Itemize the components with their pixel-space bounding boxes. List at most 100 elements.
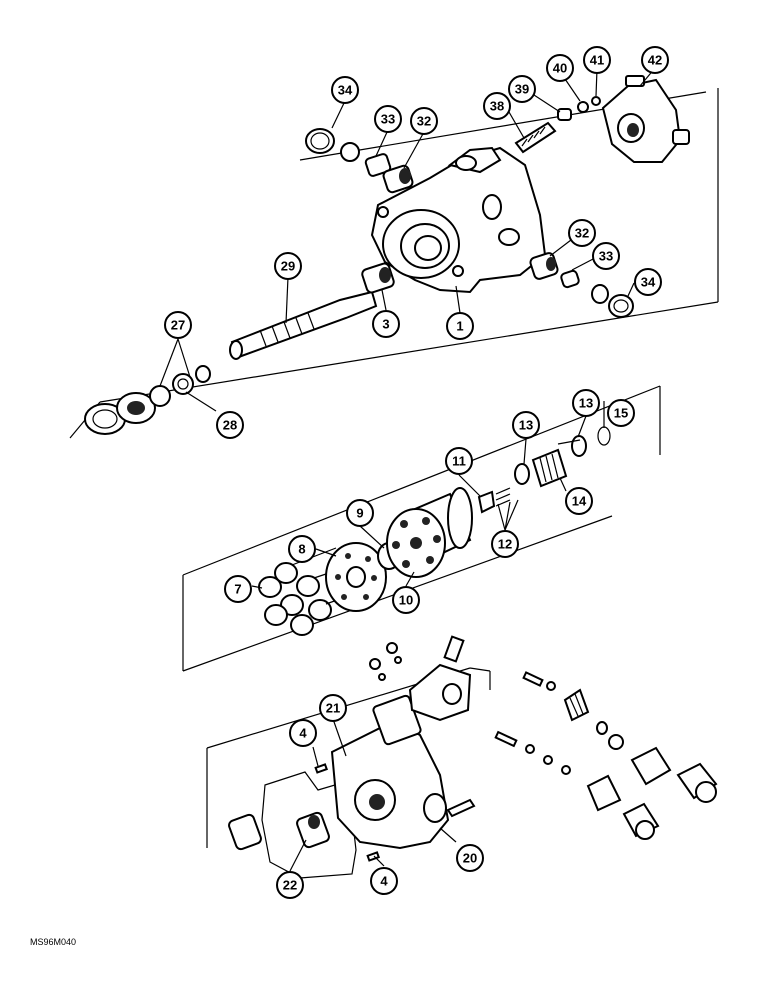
callout-9: 9 bbox=[346, 499, 374, 527]
callout-circle bbox=[641, 46, 669, 74]
callout-22: 22 bbox=[276, 871, 304, 899]
callout-number: 34 bbox=[641, 275, 656, 290]
callout-number: 11 bbox=[452, 454, 466, 469]
callout-7: 7 bbox=[224, 575, 252, 603]
callout-3: 3 bbox=[372, 310, 400, 338]
piston-cluster bbox=[258, 547, 355, 636]
callout-circle bbox=[508, 75, 536, 103]
leader-lines bbox=[159, 67, 656, 872]
callout-circle bbox=[224, 575, 252, 603]
callout-number: 15 bbox=[614, 406, 628, 421]
callout-number: 28 bbox=[223, 418, 237, 433]
callout-number: 29 bbox=[281, 259, 295, 274]
callout-circle bbox=[483, 92, 511, 120]
callout-number: 13 bbox=[519, 418, 533, 433]
callout-34: 34 bbox=[634, 268, 662, 296]
callout-circle bbox=[607, 399, 635, 427]
callout-circle bbox=[274, 252, 302, 280]
shaft-seal-stack bbox=[84, 365, 211, 435]
callout-1: 1 bbox=[446, 312, 474, 340]
callout-12: 12 bbox=[491, 530, 519, 558]
callout-circle bbox=[572, 389, 600, 417]
callout-circle bbox=[410, 107, 438, 135]
callout-32: 32 bbox=[568, 219, 596, 247]
callout-number: 21 bbox=[326, 701, 340, 716]
callout-number: 33 bbox=[381, 112, 395, 127]
callout-circle bbox=[634, 268, 662, 296]
callout-14: 14 bbox=[565, 487, 593, 515]
callout-circle bbox=[370, 867, 398, 895]
lower-valve-train bbox=[494, 730, 660, 840]
callout-circle bbox=[546, 54, 574, 82]
callout-number: 34 bbox=[338, 83, 353, 98]
cylinder-barrel bbox=[386, 487, 473, 578]
callout-number: 4 bbox=[380, 874, 388, 889]
middle-section bbox=[182, 385, 661, 672]
port-housing bbox=[330, 694, 476, 850]
callout-20: 20 bbox=[456, 844, 484, 872]
callout-42: 42 bbox=[641, 46, 669, 74]
callout-number: 32 bbox=[575, 226, 589, 241]
pump-housing bbox=[370, 146, 547, 294]
callout-32: 32 bbox=[410, 107, 438, 135]
callout-13: 13 bbox=[512, 411, 540, 439]
callout-circle bbox=[331, 76, 359, 104]
callout-number: 3 bbox=[382, 317, 389, 332]
dowel-pin bbox=[366, 851, 381, 862]
callout-number: 42 bbox=[648, 53, 662, 68]
callout-circle bbox=[288, 535, 316, 563]
callout-4: 4 bbox=[289, 719, 317, 747]
callout-number: 1 bbox=[456, 319, 463, 334]
dowel-pin bbox=[314, 763, 329, 774]
callout-number: 12 bbox=[498, 537, 512, 552]
spring-ball-assembly bbox=[514, 96, 601, 154]
callout-circle bbox=[164, 311, 192, 339]
callout-circle bbox=[445, 447, 473, 475]
callout-circle bbox=[374, 105, 402, 133]
upper-left-bearing-stack bbox=[305, 128, 414, 194]
callout-circle bbox=[491, 530, 519, 558]
callout-circle bbox=[392, 586, 420, 614]
callout-8: 8 bbox=[288, 535, 316, 563]
callout-circle bbox=[446, 312, 474, 340]
callout-circle bbox=[592, 242, 620, 270]
figure-reference: MS96M040 bbox=[30, 937, 76, 947]
callout-34: 34 bbox=[331, 76, 359, 104]
callout-number: 38 bbox=[490, 99, 504, 114]
callout-circle bbox=[216, 411, 244, 439]
callout-number: 41 bbox=[590, 53, 604, 68]
callout-38: 38 bbox=[483, 92, 511, 120]
callout-circle bbox=[456, 844, 484, 872]
callout-40: 40 bbox=[546, 54, 574, 82]
callout-circle bbox=[512, 411, 540, 439]
callout-11: 11 bbox=[445, 447, 473, 475]
callout-28: 28 bbox=[216, 411, 244, 439]
gasket bbox=[261, 771, 357, 879]
callout-number: 4 bbox=[299, 726, 307, 741]
callout-number: 8 bbox=[298, 542, 305, 557]
callout-39: 39 bbox=[508, 75, 536, 103]
plug bbox=[228, 813, 262, 851]
callout-27: 27 bbox=[164, 311, 192, 339]
callout-number: 27 bbox=[171, 318, 185, 333]
callout-circle bbox=[319, 694, 347, 722]
callout-number: 10 bbox=[399, 593, 413, 608]
callout-number: 9 bbox=[356, 506, 363, 521]
callout-circle bbox=[372, 310, 400, 338]
top-section bbox=[69, 75, 719, 439]
callout-circle bbox=[565, 487, 593, 515]
callout-10: 10 bbox=[392, 586, 420, 614]
callout-29: 29 bbox=[274, 252, 302, 280]
callout-21: 21 bbox=[319, 694, 347, 722]
bushing bbox=[296, 811, 330, 849]
callout-number: 7 bbox=[234, 582, 241, 597]
callout-number: 13 bbox=[579, 396, 593, 411]
bottom-section bbox=[206, 635, 718, 879]
callout-33: 33 bbox=[592, 242, 620, 270]
callout-number: 22 bbox=[283, 878, 297, 893]
callout-13: 13 bbox=[572, 389, 600, 417]
callout-41: 41 bbox=[583, 46, 611, 74]
right-bearing-stack bbox=[529, 252, 634, 318]
